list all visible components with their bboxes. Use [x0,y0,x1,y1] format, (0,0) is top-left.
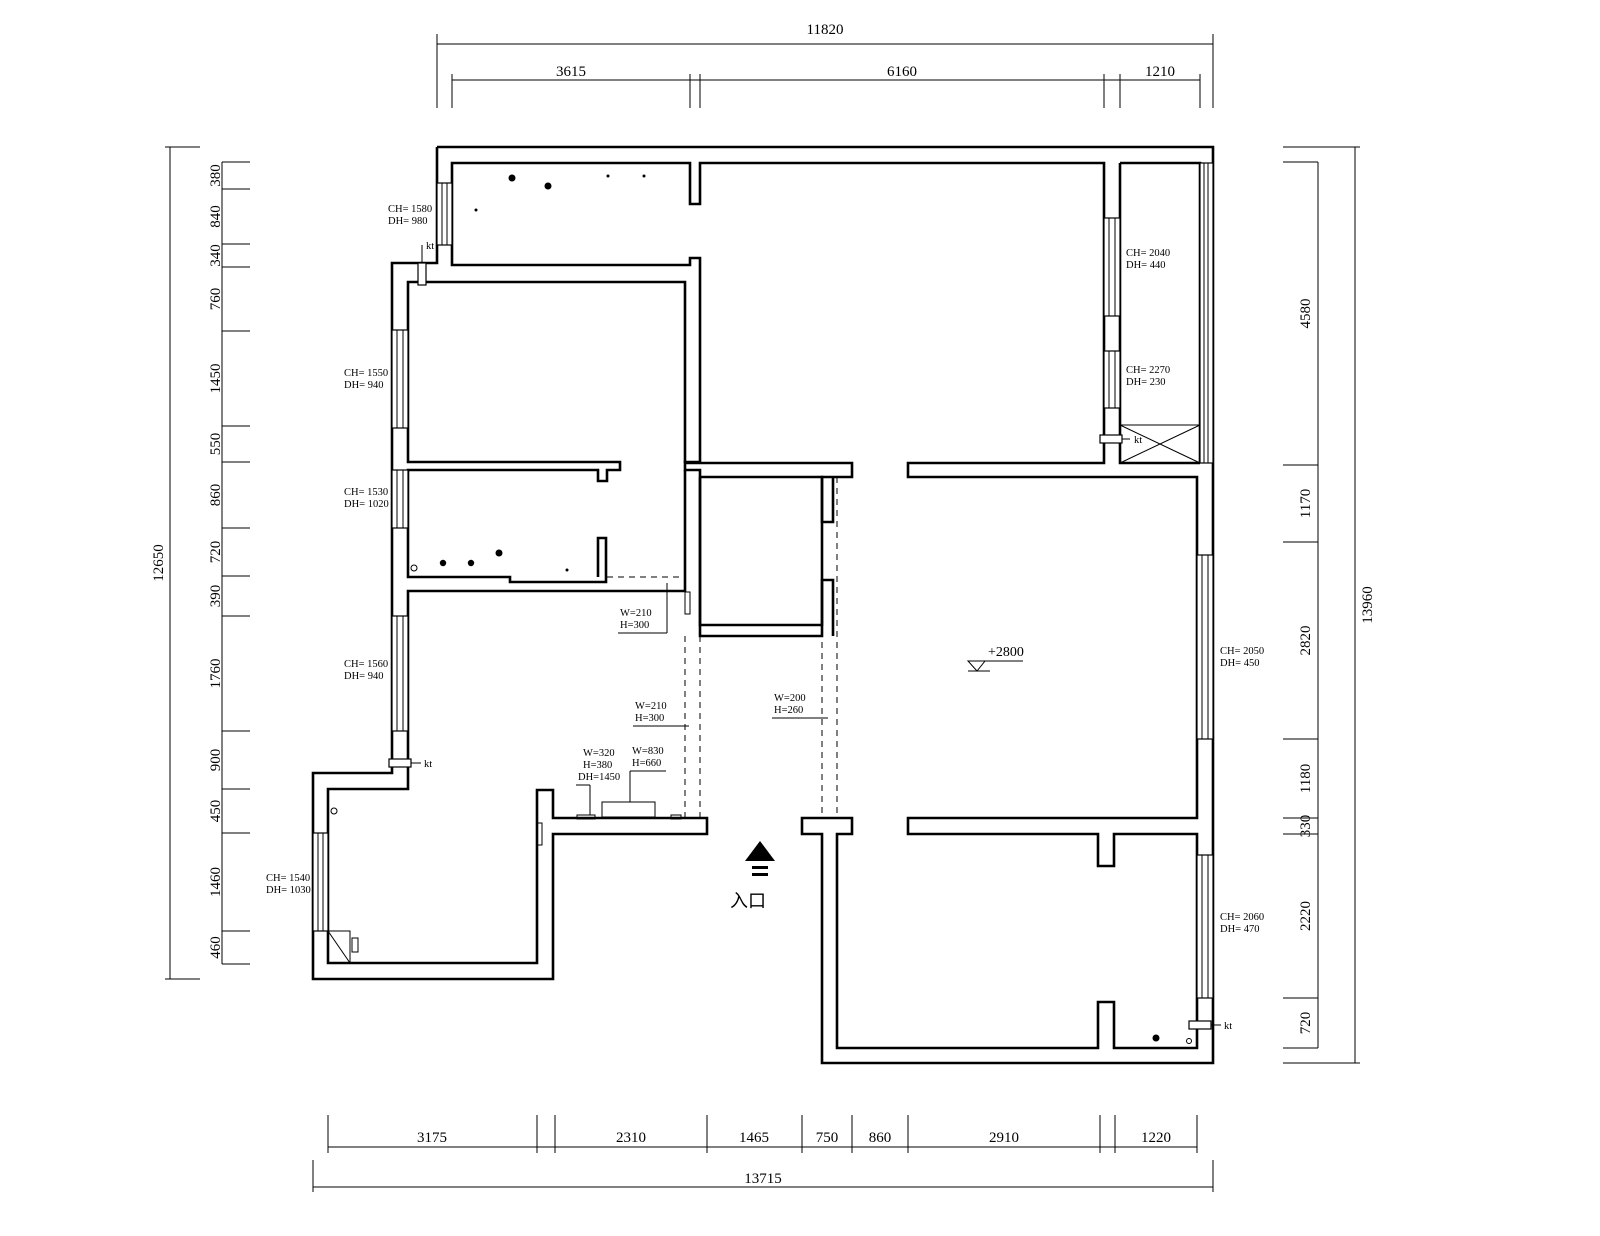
window-note-ch: CH= 1580 [388,204,432,215]
opening-note-h: H=300 [620,620,649,631]
opening-note-h: H=380 [583,760,612,771]
right-total-dim: 13960 [1360,586,1376,624]
fixtures [327,174,1201,1044]
window-note-dh: DH= 1020 [344,499,389,510]
window-note-dh: DH= 470 [1220,924,1259,935]
ac-label: kt [424,759,432,770]
window-note-ch: CH= 1540 [266,873,310,884]
side-seg-dim: 4580 [1298,299,1314,329]
bottom-seg-dim: 860 [869,1130,892,1146]
bottom-total-dim: 13715 [744,1171,782,1187]
window-note-ch: CH= 2050 [1220,646,1264,657]
window-note-dh: DH= 450 [1220,658,1259,669]
window-note-dh: DH= 980 [388,216,427,227]
bottom-seg-dim: 1220 [1141,1130,1171,1146]
bottom-dimensions: 3175 2310 1465 750 860 2910 1220 13715 [312,1115,1214,1192]
side-seg-dim: 1170 [1298,489,1314,518]
side-seg-dim: 860 [208,484,224,507]
side-seg-dim: 380 [208,164,224,187]
window-note-ch: CH= 1530 [344,487,388,498]
entrance-arrow-icon [745,841,775,861]
bottom-seg-dim: 1465 [739,1130,769,1146]
entrance-label: 入口 [730,891,766,912]
side-seg-dim: 340 [208,244,224,267]
side-seg-dim: 390 [208,585,224,608]
window-note-dh: DH= 1030 [266,885,311,896]
window [1103,217,1121,317]
opening-note-w: W=830 [632,746,664,757]
side-seg-dim: 550 [208,433,224,456]
walls [311,145,1215,1065]
side-seg-dim: 460 [208,936,224,959]
window [391,615,409,732]
opening-note-dh: DH=1450 [578,772,620,783]
window-note-dh: DH= 940 [344,671,383,682]
window [391,469,409,529]
opening-note-h: H=300 [635,713,664,724]
side-seg-dim: 1450 [208,364,224,394]
opening-notes: W=210 H=300 W=210 H=300 W=200 H=260 W=32… [576,583,828,815]
top-seg-dim: 6160 [887,64,917,80]
ac-unit-icon [388,758,412,768]
side-seg-dim: 1180 [1298,764,1314,793]
ac-unit-icon [1188,1020,1212,1030]
windows [312,162,1214,999]
window [1196,554,1214,740]
ac-label: kt [426,241,434,252]
ac-label: kt [1134,435,1142,446]
side-seg-dim: 1760 [208,659,224,689]
side-seg-dim: 450 [208,800,224,823]
top-seg-dim: 3615 [556,64,586,80]
opening-note-w: W=210 [635,701,667,712]
window-note-ch: CH= 2060 [1220,912,1264,923]
ac-label: kt [1224,1021,1232,1032]
opening-note-w: W=320 [583,748,615,759]
ac-units: kt kt kt kt [388,241,1232,1032]
window-note-dh: DH= 230 [1126,377,1165,388]
window-note-ch: CH= 1560 [344,659,388,670]
side-seg-dim: 2820 [1298,626,1314,656]
floor-level-mark: +2800 [966,645,1024,672]
top-dimensions: 11820 3615 6160 1210 [436,22,1214,108]
window [391,329,409,429]
window-note-dh: DH= 440 [1126,260,1165,271]
ac-unit-icon [417,262,427,286]
side-seg-dim: 330 [1298,815,1314,838]
window [1199,162,1214,464]
window [1196,854,1214,999]
bottom-seg-dim: 750 [816,1130,839,1146]
window [436,182,453,246]
opening-note-h: H=260 [774,705,803,716]
window-note-ch: CH= 1550 [344,368,388,379]
window [312,832,329,932]
left-dimensions: 12650 380 840 340 760 1450 550 860 720 390 1760 90… [151,146,250,980]
side-seg-dim: 760 [208,288,224,311]
opening-note-w: W=210 [620,608,652,619]
entrance-marker: 入口 [730,841,775,912]
window [1103,350,1121,409]
bottom-seg-dim: 2310 [616,1130,646,1146]
opening-note-h: H=660 [632,758,661,769]
window-notes: CH= 1580 DH= 980 CH= 1550 DH= 940 CH= 15… [266,204,1264,935]
side-seg-dim: 1460 [208,867,224,897]
opening-note-w: W=200 [774,693,806,704]
bottom-seg-dim: 2910 [989,1130,1019,1146]
side-seg-dim: 900 [208,749,224,772]
side-seg-dim: 2220 [1298,901,1314,931]
top-total-dim: 11820 [807,22,844,38]
window-note-ch: CH= 2270 [1126,365,1170,376]
floor-level-text: +2800 [988,645,1024,660]
bottom-seg-dim: 3175 [417,1130,447,1146]
side-seg-dim: 840 [208,205,224,228]
window-note-dh: DH= 940 [344,380,383,391]
window-note-ch: CH= 2040 [1126,248,1170,259]
ac-unit-icon [1099,434,1123,444]
right-dimensions: 13960 4580 1170 2820 1180 330 2220 720 [1283,146,1376,1064]
openings [607,477,838,818]
left-total-dim: 12650 [151,544,167,582]
side-seg-dim: 720 [1298,1012,1314,1035]
top-seg-dim: 1210 [1145,64,1175,80]
side-seg-dim: 720 [208,541,224,564]
